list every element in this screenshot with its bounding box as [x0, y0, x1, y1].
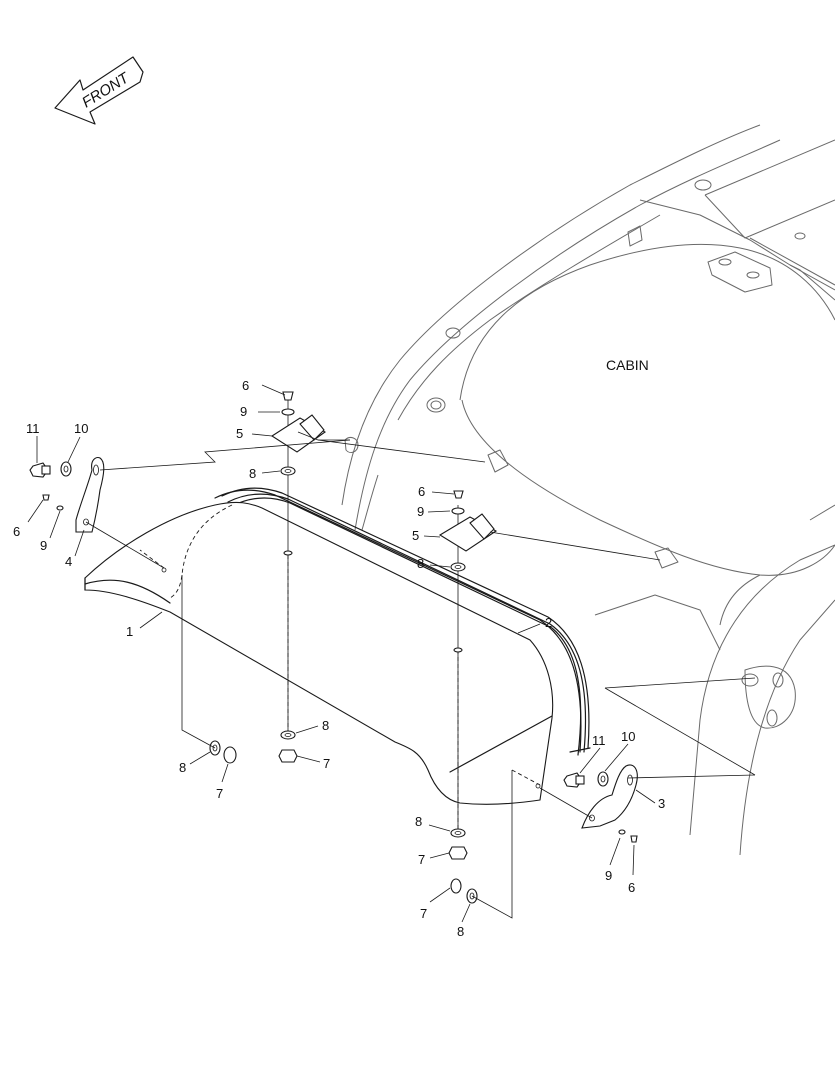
leaders	[27, 384, 656, 923]
right-bracket-part-3	[535, 764, 756, 843]
callout-7-d: 7	[420, 906, 427, 921]
callout-8-a: 8	[249, 466, 256, 481]
callout-10-right: 10	[621, 729, 635, 744]
seal-part-2	[214, 487, 591, 756]
callout-9-d: 9	[605, 868, 612, 883]
callout-9-c: 9	[40, 538, 47, 553]
lower-hardware	[209, 730, 478, 904]
callout-6-top-left: 6	[242, 378, 249, 393]
callout-1: 1	[126, 624, 133, 639]
left-bracket-part-4	[29, 439, 351, 569]
callout-7-c: 7	[418, 852, 425, 867]
callout-3: 3	[658, 796, 665, 811]
callout-8-d: 8	[179, 760, 186, 775]
callout-10-left: 10	[74, 421, 88, 436]
callout-8-e: 8	[415, 814, 422, 829]
front-arrow: FRONT	[54, 56, 144, 125]
rain-guard-part-1	[84, 501, 554, 805]
callout-5-right: 5	[412, 528, 419, 543]
callout-11-left: 11	[26, 421, 40, 436]
callout-5-left: 5	[236, 426, 243, 441]
callout-7-b: 7	[323, 756, 330, 771]
callout-11-right: 11	[592, 733, 606, 748]
center-mount-left	[270, 391, 486, 735]
callout-6-left: 6	[13, 524, 20, 539]
cabin-label: CABIN	[606, 357, 649, 373]
callout-4: 4	[65, 554, 72, 569]
callout-8-f: 8	[457, 924, 464, 939]
cabin-outline: CABIN	[341, 124, 835, 856]
callout-2: 2	[545, 615, 552, 630]
callout-8-b: 8	[417, 556, 424, 571]
reference-lines	[181, 575, 756, 919]
callout-9-b: 9	[417, 504, 424, 519]
callout-7-a: 7	[216, 786, 223, 801]
callout-labels: 1 2 3 4 5 5 6 6 6 6 7 7 7 7 8 8 8 8 8 8 …	[13, 378, 665, 939]
callout-9-a: 9	[240, 404, 247, 419]
callout-6-top-right: 6	[418, 484, 425, 499]
callout-6-right: 6	[628, 880, 635, 895]
callout-8-c: 8	[322, 718, 329, 733]
center-mount-right	[438, 490, 661, 830]
